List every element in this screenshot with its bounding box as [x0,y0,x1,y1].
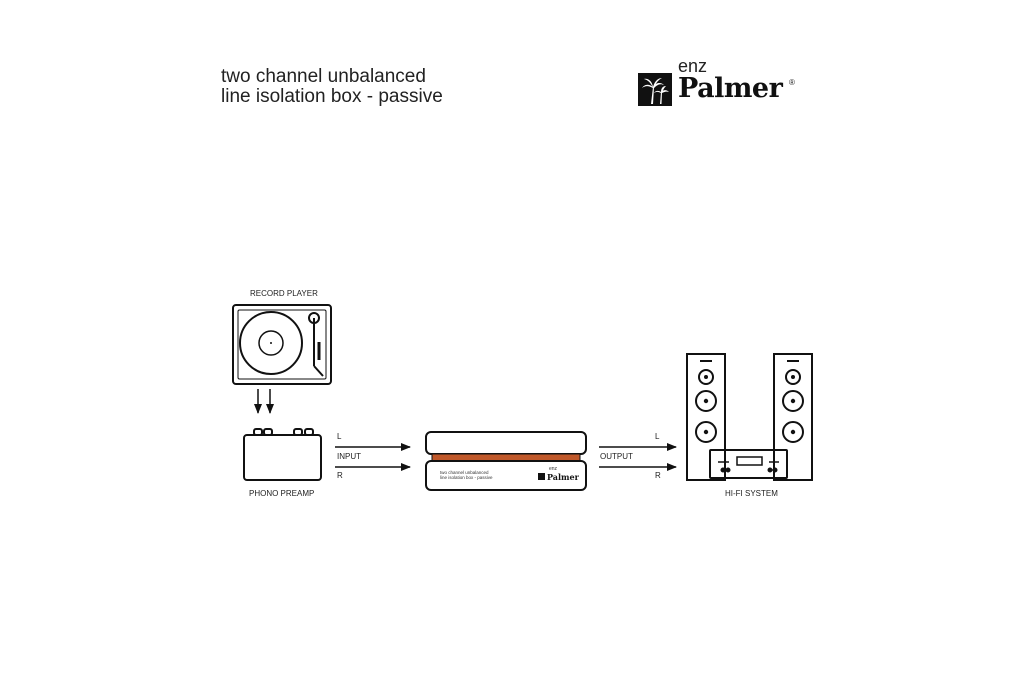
input-arrows [335,443,411,471]
title-line-2: line isolation box - passive [221,86,443,107]
title-line-1: two channel unbalanced [221,66,426,87]
output-right-label: R [655,471,661,480]
device-title-line-2: line isolation box - passive [440,475,493,480]
phono-preamp-label: PHONO PREAMP [249,489,315,498]
page-title: two channel unbalanced line isolation bo… [221,67,443,107]
isolation-box-icon [425,431,587,491]
record-player-icon [232,304,332,385]
device-brand-name: Palmer [547,472,579,482]
output-arrows [599,443,677,471]
device-title-line-1: two channel unbalanced [440,470,489,475]
brand-name: Palmer [678,73,783,104]
device-brand-prefix: enz [549,466,558,472]
brand-prefix: enz [678,56,708,76]
record-to-preamp-arrows [254,389,274,414]
phono-preamp-icon [243,428,322,481]
palm-tree-icon [638,73,672,106]
input-left-label: L [337,432,342,441]
registered-mark: ® [789,78,795,87]
record-player-label: RECORD PLAYER [250,289,318,298]
device-title: two channel unbalanced line isolation bo… [440,470,493,480]
output-label: OUTPUT [600,452,633,461]
output-left-label: L [655,432,660,441]
brand-logo: enz Palmer ® [638,56,808,108]
input-right-label: R [337,471,343,480]
hifi-system-icon [686,353,813,481]
hifi-system-label: HI-FI SYSTEM [725,489,778,498]
input-label: INPUT [337,452,361,461]
